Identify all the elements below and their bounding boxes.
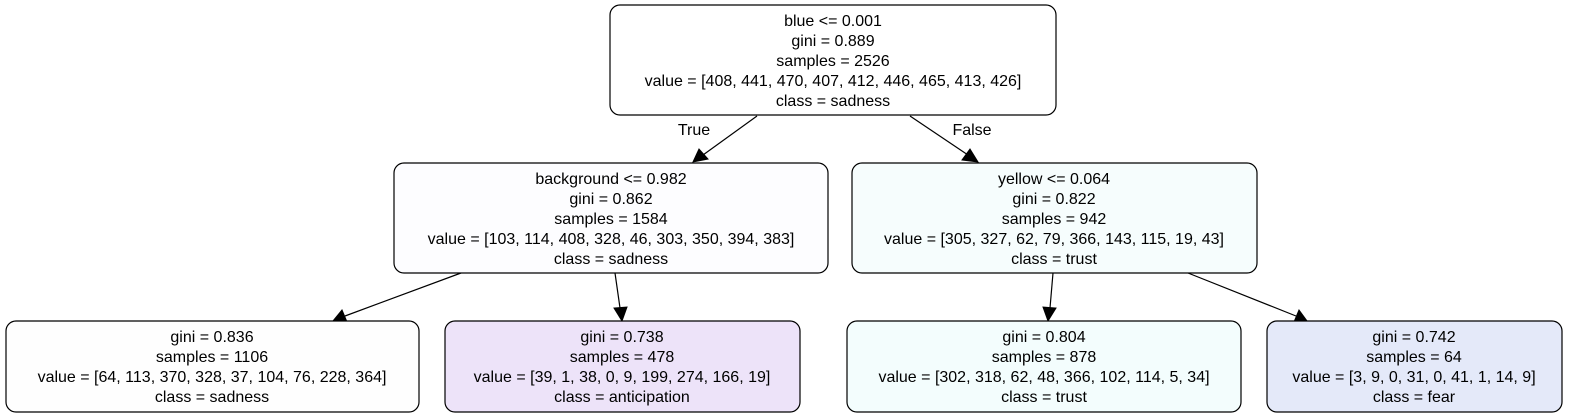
tree-node-root: blue <= 0.001 gini = 0.889 samples = 252… bbox=[609, 4, 1057, 116]
node-split-condition: blue <= 0.001 bbox=[784, 13, 882, 30]
node-samples: samples = 1106 bbox=[156, 349, 268, 366]
edge-label-false: False bbox=[952, 122, 991, 139]
tree-node-right: yellow <= 0.064 gini = 0.822 samples = 9… bbox=[851, 162, 1258, 274]
node-box bbox=[444, 320, 801, 413]
node-gini: gini = 0.738 bbox=[580, 329, 663, 346]
node-split-condition: background <= 0.982 bbox=[535, 171, 686, 188]
node-value: value = [3, 9, 0, 31, 0, 41, 1, 14, 9] bbox=[1292, 369, 1535, 386]
edge-right-rl bbox=[1042, 272, 1057, 323]
edge-arrowhead bbox=[613, 306, 628, 323]
node-class: class = sadness bbox=[776, 93, 890, 110]
node-samples: samples = 478 bbox=[570, 349, 675, 366]
node-box bbox=[609, 4, 1057, 116]
edge-arrowhead bbox=[961, 148, 979, 163]
node-box bbox=[5, 320, 420, 413]
edge-left-ll bbox=[332, 272, 462, 323]
node-samples: samples = 878 bbox=[992, 349, 1097, 366]
node-value: value = [302, 318, 62, 48, 366, 102, 114… bbox=[878, 369, 1209, 386]
node-gini: gini = 0.862 bbox=[569, 191, 652, 208]
node-samples: samples = 64 bbox=[1366, 349, 1462, 366]
tree-leaf-right-right: gini = 0.742 samples = 64 value = [3, 9,… bbox=[1266, 320, 1563, 413]
edge-arrowhead bbox=[692, 148, 709, 163]
node-box bbox=[846, 320, 1242, 413]
node-gini: gini = 0.804 bbox=[1002, 329, 1085, 346]
node-value: value = [64, 113, 370, 328, 37, 104, 76,… bbox=[38, 369, 387, 386]
edge-arrowhead bbox=[1042, 306, 1057, 323]
edge-root-right: False bbox=[909, 115, 992, 163]
node-split-condition: yellow <= 0.064 bbox=[998, 171, 1110, 188]
node-value: value = [103, 114, 408, 328, 46, 303, 35… bbox=[428, 231, 795, 248]
node-value: value = [305, 327, 62, 79, 366, 143, 115… bbox=[884, 231, 1224, 248]
node-box bbox=[1266, 320, 1563, 413]
node-class: class = trust bbox=[1011, 251, 1097, 268]
edges: True False bbox=[332, 115, 1308, 323]
node-samples: samples = 942 bbox=[1002, 211, 1107, 228]
node-gini: gini = 0.889 bbox=[791, 33, 874, 50]
node-gini: gini = 0.836 bbox=[170, 329, 253, 346]
node-class: class = fear bbox=[1373, 389, 1456, 406]
node-samples: samples = 1584 bbox=[554, 211, 668, 228]
node-samples: samples = 2526 bbox=[776, 53, 890, 70]
node-class: class = anticipation bbox=[554, 389, 690, 406]
edge-left-lr bbox=[613, 272, 628, 323]
node-box bbox=[851, 162, 1258, 274]
edge-right-rr bbox=[1187, 272, 1308, 323]
node-value: value = [408, 441, 470, 407, 412, 446, 4… bbox=[645, 73, 1022, 90]
node-class: class = trust bbox=[1001, 389, 1087, 406]
node-gini: gini = 0.822 bbox=[1012, 191, 1095, 208]
edge-arrowhead bbox=[332, 309, 348, 323]
edge-root-left: True bbox=[678, 115, 758, 163]
tree-node-left: background <= 0.982 gini = 0.862 samples… bbox=[393, 162, 829, 274]
node-class: class = sadness bbox=[554, 251, 668, 268]
tree-leaf-left-left: gini = 0.836 samples = 1106 value = [64,… bbox=[5, 320, 420, 413]
node-value: value = [39, 1, 38, 0, 9, 199, 274, 166,… bbox=[474, 369, 771, 386]
node-box bbox=[393, 162, 829, 274]
tree-leaf-right-left: gini = 0.804 samples = 878 value = [302,… bbox=[846, 320, 1242, 413]
edge-label-true: True bbox=[678, 122, 710, 139]
node-class: class = sadness bbox=[155, 389, 269, 406]
node-gini: gini = 0.742 bbox=[1372, 329, 1455, 346]
tree-leaf-left-right: gini = 0.738 samples = 478 value = [39, … bbox=[444, 320, 801, 413]
